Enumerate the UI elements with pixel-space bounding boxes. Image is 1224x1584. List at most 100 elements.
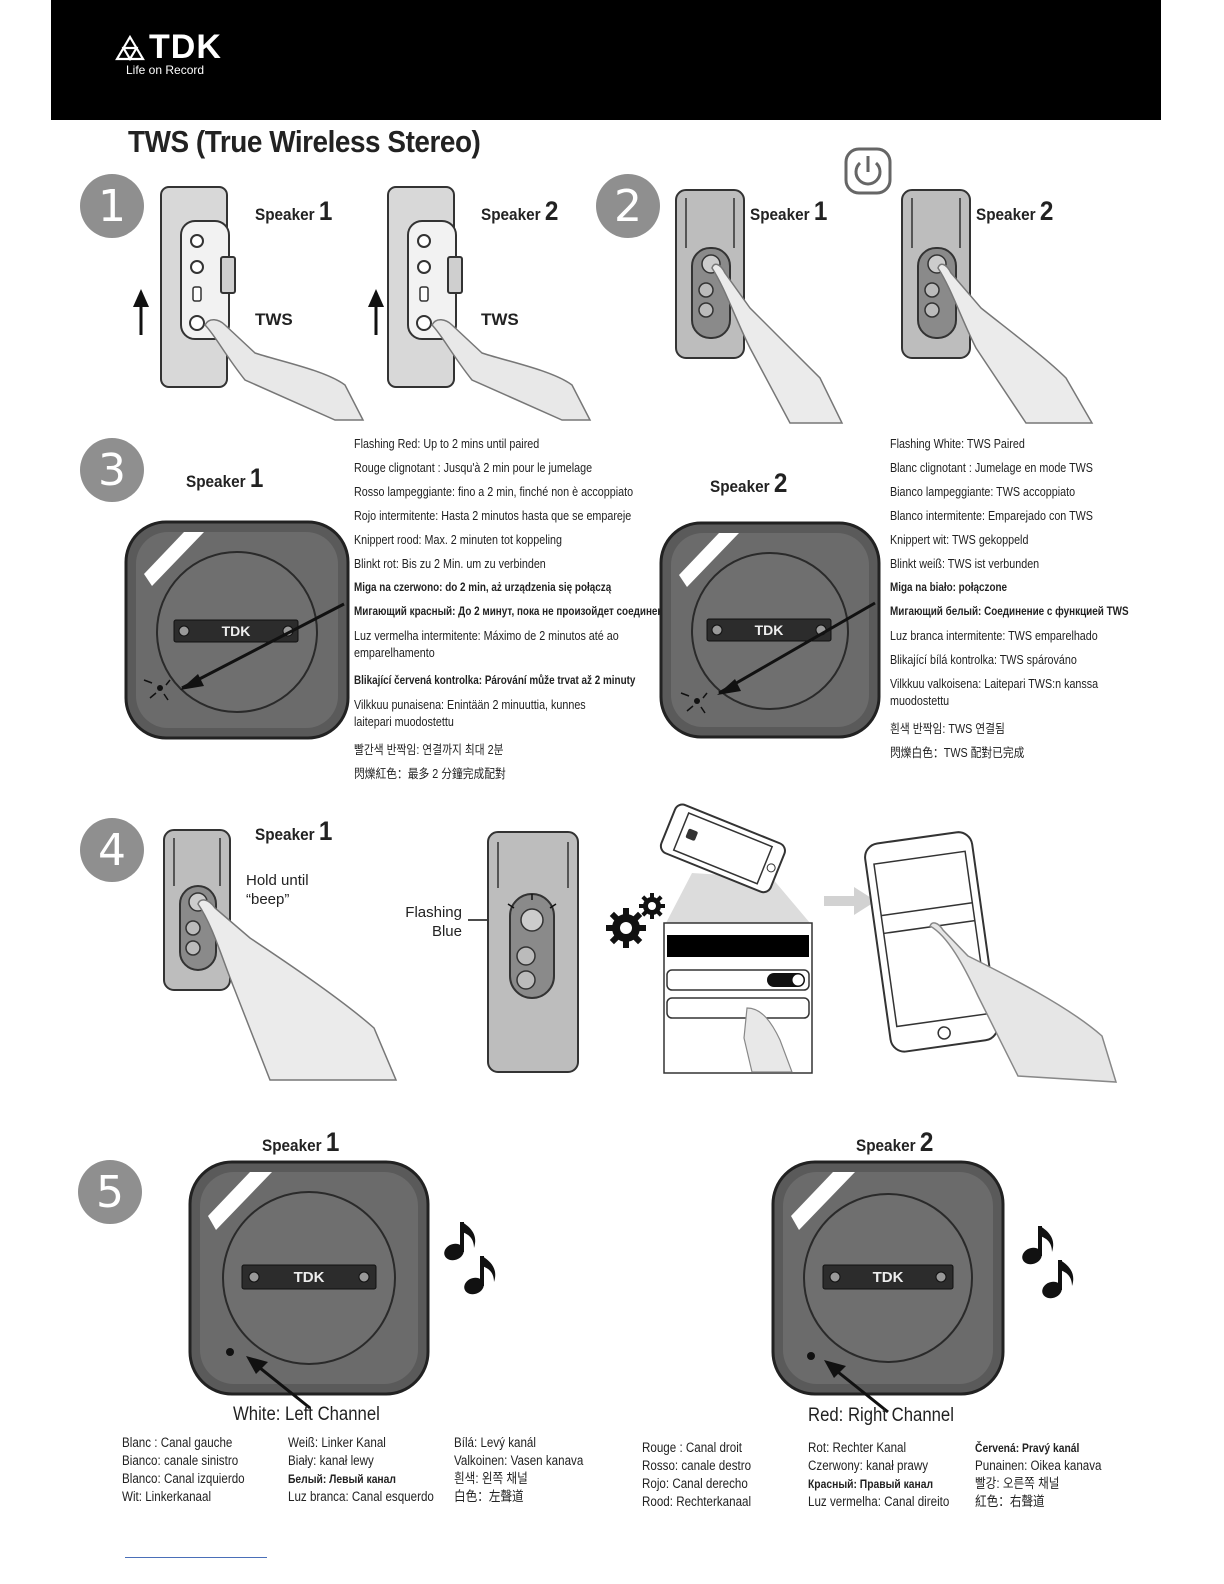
text-line: Blikající červená kontrolka: Párování mů… [354,675,636,687]
speaker-text: Speaker [856,1136,916,1155]
step-number-1: 1 [80,174,144,238]
speaker-number: 1 [325,1127,340,1157]
music-notes-icon [1022,1226,1074,1299]
svg-text:TDK: TDK [755,622,784,638]
speaker-left-channel-illustration: TDK [188,1160,430,1396]
music-notes-icon [444,1222,496,1295]
text-line: Miga na czerwono: do 2 min, aż urządzeni… [354,582,612,594]
speaker-power-illustration-1 [675,189,844,424]
text-line: Blinkt rot: Bis zu 2 Min. um zu verbinde… [354,557,546,571]
text-line: Weiß: Linker Kanal [288,1435,386,1450]
text-line: Knippert rood: Max. 2 minuten tot koppel… [354,533,562,547]
text-line: Vilkkuu valkoisena: Laitepari TWS:n kans… [890,677,1099,708]
speaker-label-3b: Speaker 2 [710,468,787,499]
text-line: Červená: Pravý kanál [975,1441,1080,1455]
footer-divider [125,1557,267,1558]
speaker-label-3a: Speaker 1 [186,463,263,494]
speaker-text: Speaker [976,205,1036,224]
speaker-power-illustration-2 [901,189,1094,424]
text-line: Rojo: Canal derecho [642,1476,748,1491]
text-line: 흰색: 왼쪽 채널 [454,1471,528,1486]
tws-label-1a: TWS [255,310,293,329]
text-line: 白色：左聲道 [454,1489,524,1504]
hold-line-1: Hold until [246,872,309,889]
speaker-label-1a: Speaker 1 [255,196,332,227]
phone-select-illustration [864,831,1118,1083]
text-line: 빨강: 오른쪽 채널 [975,1476,1060,1491]
left-channel-col-3: Bílá: Levý kanál Valkoinen: Vasen kanava… [454,1434,583,1506]
text-line: Flashing Red: Up to 2 mins until paired [354,437,540,451]
speaker-label-5a: Speaker 1 [262,1127,339,1158]
speaker-number: 1 [318,816,333,846]
text-line: Мигающий красный: До 2 минут, пока не пр… [354,606,675,618]
text-line: Rouge : Canal droit [642,1440,743,1455]
speaker-number: 2 [919,1127,934,1157]
step-number-4: 4 [80,818,144,882]
text-line: Flashing White: TWS Paired [890,437,1025,451]
speaker-text: Speaker [255,825,315,844]
hold-line-2: “beep” [246,891,290,908]
brand-tagline: Life on Record [126,63,205,77]
header-bar [51,0,1161,120]
tdk-emblem-icon [115,34,145,61]
speaker-number: 1 [249,463,264,493]
text-line: Blanc clignotant : Jumelage en mode TWS [890,461,1093,475]
blue-text: Blue [431,923,462,940]
text-line: Rouge clignotant : Jusqu'à 2 min pour le… [354,461,593,475]
left-channel-title: White: Left Channel [233,1404,380,1425]
speaker-label-2a: Speaker 1 [750,196,827,227]
step-number-3: 3 [80,438,144,502]
page-title: TWS (True Wireless Stereo) [128,124,481,159]
speaker-number: 2 [544,196,559,226]
svg-text:TDK: TDK [294,1269,325,1286]
text-line: Blanco intermitente: Emparejado con TWS [890,509,1093,523]
text-line: 閃爍紅色：最多 2 分鐘完成配對 [354,767,506,781]
text-line: Luz branca intermitente: TWS emparelhado [890,629,1098,643]
speaker-text: Speaker [255,205,315,224]
text-line: Rood: Rechterkanaal [642,1494,752,1509]
phone-settings-illustration [659,803,813,1074]
text-line: Bílá: Levý kanál [454,1435,536,1450]
step-number-2: 2 [596,174,660,238]
speaker-text: Speaker [710,477,770,496]
speaker-number: 2 [773,468,788,498]
text-line: 흰색 반짝임: TWS 연결됨 [890,722,1005,736]
tws-label-1b: TWS [481,310,519,329]
speaker-text: Speaker [750,205,810,224]
text-line: Valkoinen: Vasen kanava [454,1453,584,1468]
brand-name: TDK [149,28,222,66]
text-line: 閃爍白色：TWS 配對已完成 [890,746,1025,760]
svg-text:TDK: TDK [222,623,251,639]
speaker-label-2b: Speaker 2 [976,196,1053,227]
svg-text:TDK: TDK [873,1269,904,1286]
left-channel-col-2: Weiß: Linker Kanal Biały: kanał lewy Бел… [288,1434,434,1506]
text-line: Biały: kanał lewy [288,1453,374,1468]
speaker-label-5b: Speaker 2 [856,1127,933,1158]
flashing-blue-label: Flashing Blue [400,903,462,941]
speaker-text: Speaker [262,1136,322,1155]
text-line: Blanc : Canal gauche [122,1435,233,1450]
text-line: Rosso lampeggiante: fino a 2 min, finché… [354,485,634,499]
text-line: Luz vermelha: Canal direito [808,1494,950,1509]
speaker-label-4: Speaker 1 [255,816,332,847]
text-line: Белый: Левый канал [288,1472,396,1486]
text-line: 빨간색 반짝임: 연결까지 최대 2분 [354,743,504,757]
text-line: Blikající bílá kontrolka: TWS spárováno [890,653,1077,667]
text-line: Luz vermelha intermitente: Máximo de 2 m… [354,629,619,660]
speaker-hold-illustration [163,829,398,1081]
right-channel-col-2: Rot: Rechter Kanal Czerwony: kanał prawy… [808,1439,949,1511]
power-icon [844,147,892,195]
speaker-side-illustration-2 [368,186,592,421]
speaker-number: 1 [318,196,333,226]
right-channel-col-3: Červená: Pravý kanál Punainen: Oikea kan… [975,1439,1102,1511]
flashing-text: Flashing [405,904,462,921]
speaker-flashing-illustration [468,831,579,1073]
text-line: Miga na biało: połączone [890,582,1008,594]
gears-icon [606,893,665,948]
text-line: Wit: Linkerkanaal [122,1489,212,1504]
speaker-right-channel-illustration: TDK [771,1160,1005,1396]
speaker-number: 2 [1039,196,1054,226]
step-number-5: 5 [78,1160,142,1224]
text-line: Knippert wit: TWS gekoppeld [890,533,1029,547]
speaker-front-illustration-3a: TDK [124,520,350,740]
